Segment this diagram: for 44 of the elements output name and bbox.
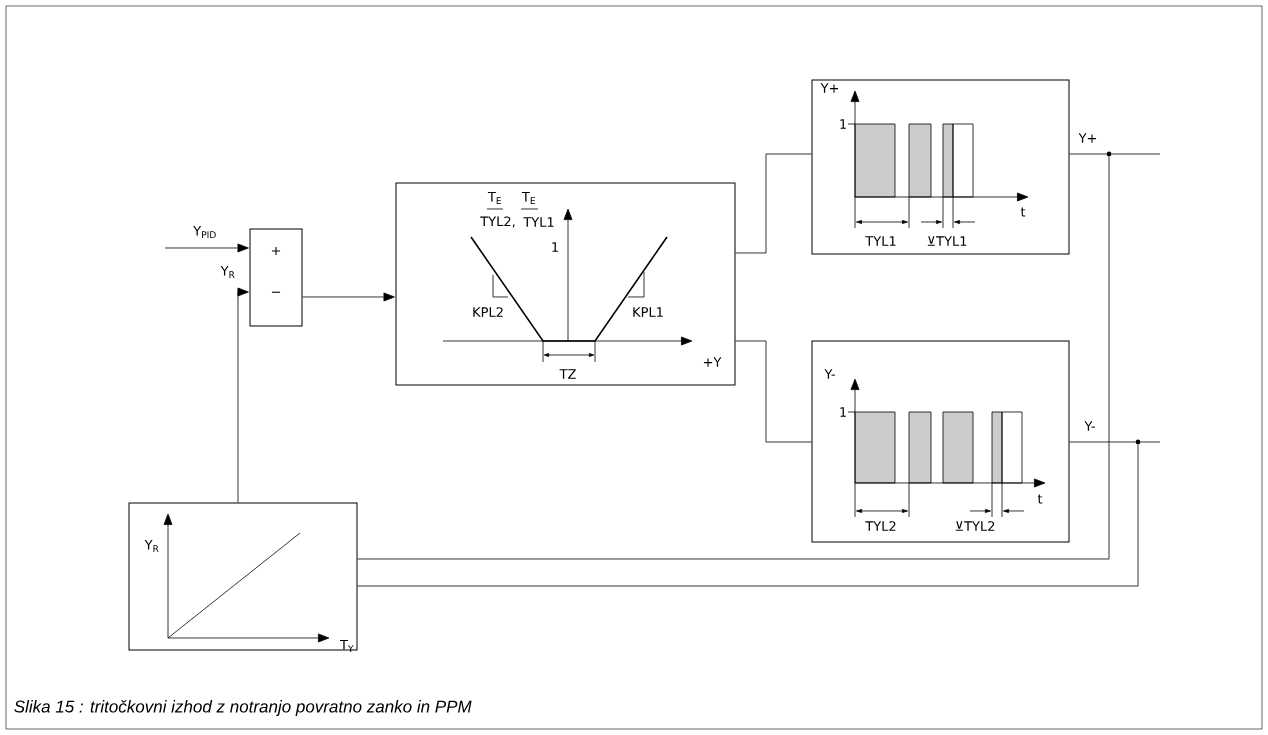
- axis-label: ⊻TYL1: [927, 236, 967, 246]
- pulse-block: [811, 79, 1070, 255]
- axis-label: KPL2: [473, 307, 503, 317]
- connector: [237, 287, 249, 503]
- summing-block: [249, 228, 303, 327]
- connector: [302, 292, 395, 302]
- ramp-block: [128, 502, 358, 652]
- connector: [164, 243, 249, 253]
- sign-label: +: [271, 246, 281, 256]
- connector: [1069, 153, 1107, 155]
- axis-label: TYL2: [865, 521, 896, 531]
- axis-label: T$_{E}$: [521, 192, 535, 204]
- axis-label: ⊻TYL2: [955, 521, 995, 531]
- connector: [357, 444, 1139, 587]
- axis-label: KPL1: [633, 307, 663, 317]
- connector: [1111, 153, 1161, 155]
- pulse-block: [811, 340, 1070, 543]
- axis-label: 1: [552, 242, 558, 252]
- caption: Slika 15 : tritočkovni izhod z notranjo povratno zanko in PPM: [14, 700, 472, 716]
- connector: [357, 156, 1110, 560]
- connector: [735, 153, 812, 254]
- edge-label: Y-: [1083, 420, 1097, 432]
- axis-label: Y-: [824, 369, 835, 379]
- axis-label: TYL1: [865, 236, 896, 246]
- axis-label: TZ: [559, 369, 576, 379]
- axis-label: +Y: [703, 357, 722, 367]
- edge-label: Y+: [1077, 132, 1099, 144]
- axis-label: TYL2,: [480, 216, 515, 228]
- axis-label: Y+: [820, 83, 839, 93]
- axis-label: Y$_{R}$: [144, 540, 159, 552]
- connector: [735, 340, 812, 443]
- edge-label: Y$_{PID}$: [192, 225, 218, 239]
- connector: [1140, 441, 1161, 443]
- axis-label: TYL1: [523, 217, 554, 227]
- edge-label: Y$_{R}$: [219, 265, 237, 279]
- connector: [1069, 441, 1136, 443]
- axis-label: t: [1037, 494, 1043, 504]
- axis-label: T$_{Y}$: [340, 640, 354, 652]
- dead-zone-block: [395, 182, 736, 386]
- axis-label: 1: [840, 119, 846, 129]
- axis-label: 1: [840, 407, 846, 417]
- axis-label: T$_{E}$: [487, 192, 501, 204]
- sign-label: −: [271, 291, 281, 293]
- axis-label: t: [1020, 207, 1026, 217]
